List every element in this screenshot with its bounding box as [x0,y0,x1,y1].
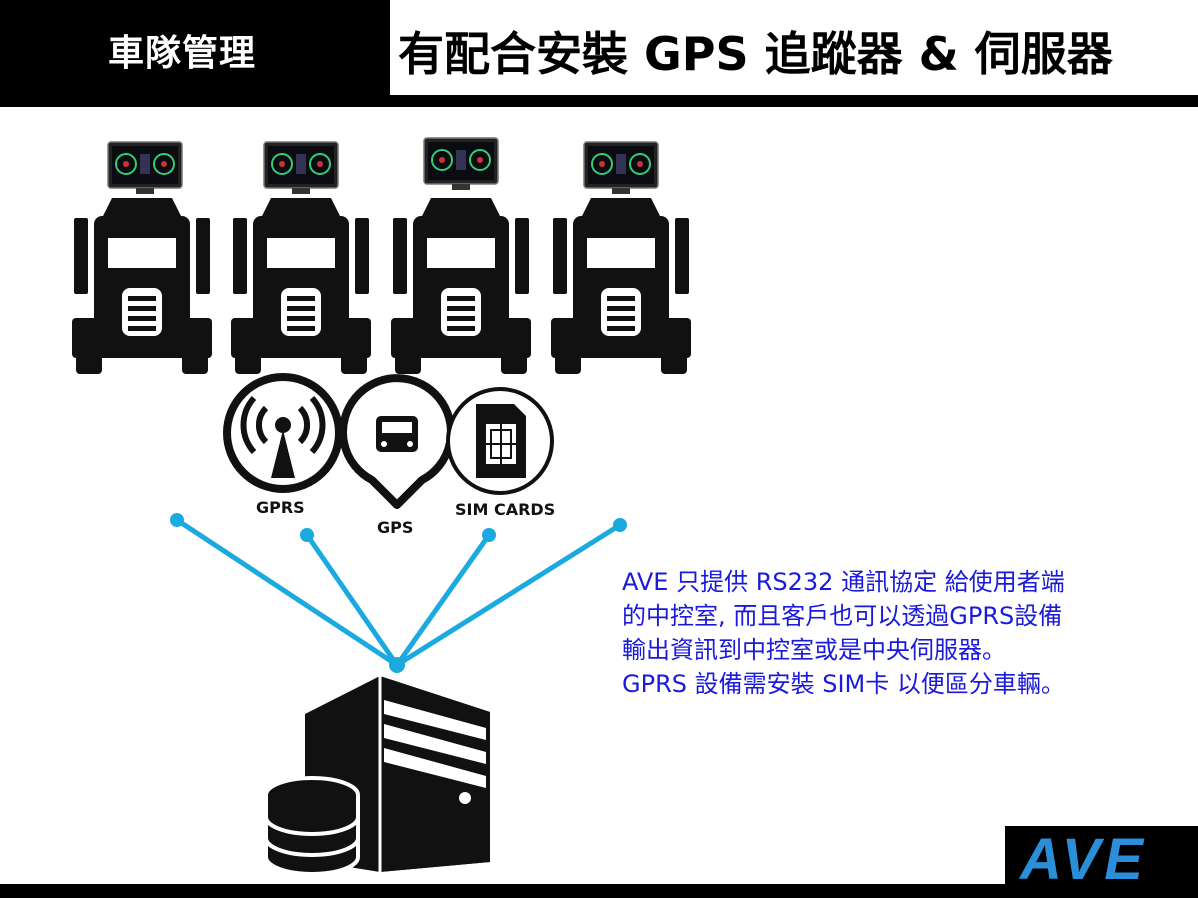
gps-monitor-3-icon [423,137,499,191]
brand-logo-background [1005,826,1198,888]
link-node-4 [613,518,627,532]
link-node-3 [482,528,496,542]
sim-cards-label: SIM CARDS [455,500,556,519]
header-title-block: 有配合安裝 GPS 追蹤器 & 伺服器 [390,0,1198,95]
truck-2-icon [231,198,371,374]
description-line-2: 的中控室, 而且客戶也可以透過GPRS設備 [622,602,1063,630]
network-links [170,513,627,673]
gprs-label: GPRS [256,498,305,517]
header-section-block: 車隊管理 [0,0,390,95]
description-line-4: GPRS 設備需安裝 SIM卡 以便區分車輛。 [622,670,1065,698]
link-hub-node [389,657,405,673]
link-node-2 [300,528,314,542]
gps-label: GPS [377,518,414,537]
gps-monitor-2-icon [263,141,339,195]
truck-3-icon [391,198,531,374]
gps-monitor-1-icon [107,141,183,195]
sim-card-icon [446,387,554,495]
page-title: 有配合安裝 GPS 追蹤器 & 伺服器 [398,27,1113,81]
gps-location-pin-icon [339,374,455,509]
gps-monitor-4-icon [583,141,659,195]
description-line-3: 輸出資訊到中控室或是中央伺服器。 [622,636,1006,664]
link-node-1 [170,513,184,527]
truck-4-icon [551,198,691,374]
truck-1-icon [72,198,212,374]
brand-logo: AVE [1020,827,1147,892]
description-text: AVE 只提供 RS232 通訊協定 給使用者端 的中控室, 而且客戶也可以透過… [622,565,1192,701]
description-line-1: AVE 只提供 RS232 通訊協定 給使用者端 [622,568,1065,596]
header-divider [0,95,1198,107]
gprs-antenna-icon [223,373,343,493]
database-icon [264,776,360,876]
section-label: 車隊管理 [108,33,257,74]
footer-divider [0,884,1198,898]
